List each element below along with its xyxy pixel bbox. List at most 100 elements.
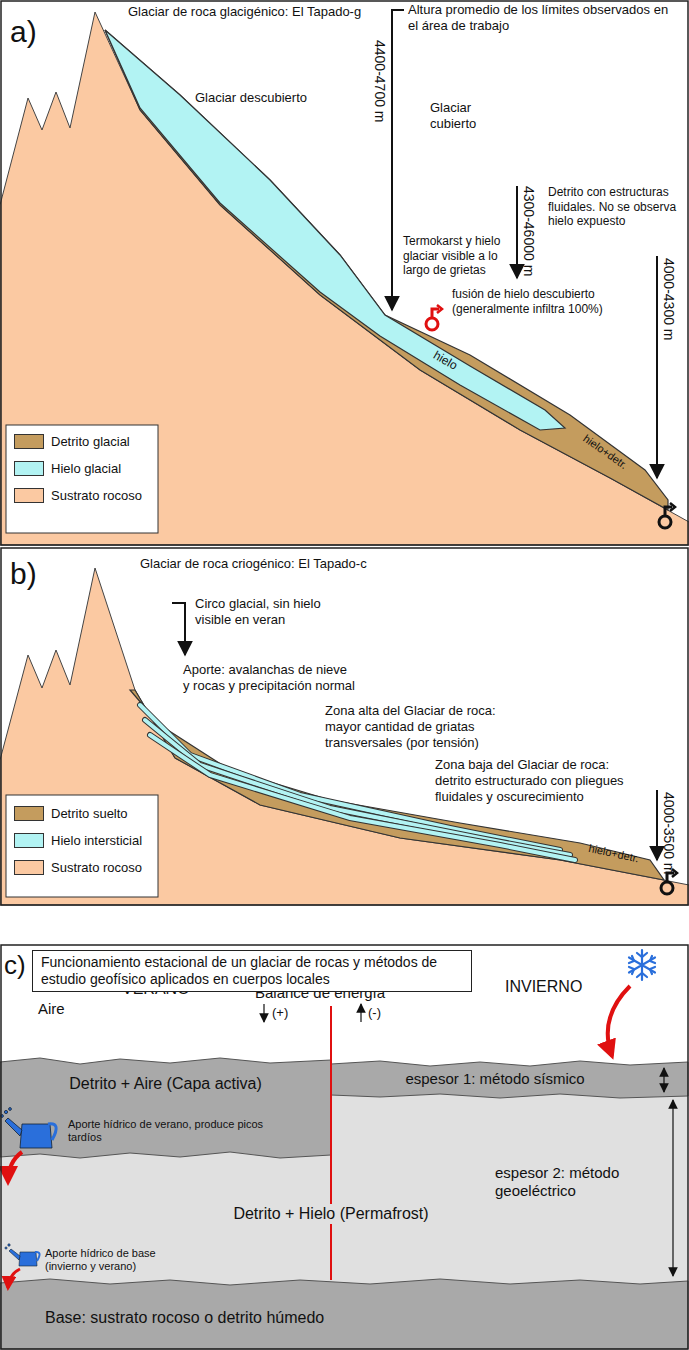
annotation-text: 4000-3500 m — [660, 792, 677, 875]
annotation-text: Glaciar cubierto — [430, 100, 510, 132]
legend-text: Sustrato rocoso — [51, 860, 142, 875]
glacier-debris — [105, 30, 668, 510]
panel-a — [0, 1, 689, 545]
legend-text: Hielo glacial — [51, 461, 121, 476]
illustration-part — [8, 1244, 10, 1246]
watering-can-icon — [1, 1108, 57, 1148]
energy-arrow — [360, 1004, 361, 1022]
water-arrow — [8, 1152, 22, 1182]
legend-swatch — [14, 488, 44, 503]
legend-swatch — [14, 434, 44, 449]
title-box: Funcionamiento estacional de un glaciar … — [32, 950, 472, 992]
annotation-text: Altura promedio de los límites observado… — [408, 2, 678, 34]
node-text: Base: sustrato rocoso o detrito húmedo — [45, 1308, 324, 1328]
annotation-text: Zona baja del Glaciar de roca: detrito e… — [435, 757, 647, 805]
annotation-text: Zona alta del Glaciar de roca: mayor can… — [325, 703, 520, 751]
annotation-text: b) — [10, 556, 37, 593]
pointer-arrow — [172, 603, 185, 655]
legend-swatch — [14, 833, 44, 848]
permafrost-layer — [1, 1090, 688, 1286]
annotation-text: (-) — [368, 1005, 381, 1021]
thickness-arrow — [663, 1068, 664, 1092]
legend-frame — [6, 425, 158, 533]
node-text: espesor 1: método sísmico — [405, 1070, 584, 1088]
annotation-text: Glaciar descubierto — [195, 90, 307, 106]
thickness-arrow — [672, 1100, 673, 1276]
illustration-part — [629, 956, 655, 963]
spring-symbol — [659, 503, 675, 528]
panel-frame — [1, 548, 688, 905]
active-layer — [0, 1058, 331, 1158]
illustration-part — [629, 967, 655, 974]
panel-b — [0, 548, 689, 905]
node-text: Detrito + Hielo (Permafrost) — [229, 1204, 432, 1224]
bedrock — [0, 568, 689, 905]
spring-symbol — [426, 305, 442, 330]
layer-band: Detrito + Aire (Capa activa) — [0, 1064, 331, 1108]
annotation-text: hielo+detr. — [580, 432, 630, 472]
legend-entry: Detrito glacial — [14, 434, 130, 449]
legend-entry: Hielo glacial — [14, 461, 121, 476]
layer-band: espesor 1: método sísmico — [340, 1066, 650, 1094]
annotation-text: Aire — [38, 1000, 65, 1018]
legend-entry: Sustrato rocoso — [14, 488, 142, 503]
annotation-text: fusión de hielo descubierto (generalment… — [452, 287, 642, 316]
annotation-text: Circo glacial, sin hielo visible en vera… — [195, 596, 360, 628]
snow-input-arrow — [608, 986, 630, 1056]
annotation-text: Aporte hídrico de verano, produce picos … — [68, 1118, 268, 1145]
annotation-text: Aporte: avalanchas de nieve y rocas y pr… — [183, 662, 355, 694]
glacier-ice — [105, 30, 565, 430]
illustration-part — [48, 1124, 56, 1140]
illustration-part — [4, 1110, 7, 1113]
layer-band: Base: sustrato rocoso o detrito húmedo — [0, 1302, 689, 1338]
illustration-part — [9, 1249, 20, 1260]
season-divider — [330, 1006, 332, 1280]
annotation-text: hielo — [431, 348, 460, 373]
legend-frame — [6, 795, 158, 897]
legend-entry: Hielo intersticial — [14, 833, 142, 848]
illustration-part — [35, 1252, 40, 1261]
bedrock — [0, 12, 689, 545]
legend-text: Detrito glacial — [51, 434, 130, 449]
annotation-text: Aporte hídrico de base (invierno y veran… — [45, 1247, 195, 1274]
annotation-text: espesor 2: método geoeléctrico — [495, 1164, 660, 1201]
legend-swatch — [14, 461, 44, 476]
legend-swatch — [14, 806, 44, 821]
illustration-part — [5, 1118, 22, 1136]
annotation-text: c) — [4, 950, 26, 982]
legend-text: Detrito suelto — [51, 806, 128, 821]
legend-entry: Detrito suelto — [14, 806, 128, 821]
limit-arrow — [392, 10, 404, 310]
watering-can-icon — [5, 1244, 40, 1266]
limit-arrow — [516, 186, 518, 278]
base-layer — [0, 1279, 688, 1349]
legend-entry: Sustrato rocoso — [14, 860, 142, 875]
annotation-text: (+) — [272, 1005, 288, 1021]
limit-arrow — [656, 256, 658, 478]
illustration-part — [5, 1247, 7, 1249]
panel-frame — [1, 945, 688, 1349]
annotation-text: Glaciar de roca glacigénico: El Tapado-g — [128, 4, 361, 20]
legend-text: Hielo intersticial — [51, 833, 142, 848]
annotation-text: 4400-4700 m — [371, 40, 388, 123]
panel-frame — [1, 1, 688, 545]
legend-text: Sustrato rocoso — [51, 488, 142, 503]
rock-glacier-debris — [130, 690, 664, 880]
annotation-text: Detrito con estructuras fluidales. No se… — [548, 185, 682, 229]
panel-c — [0, 945, 688, 1349]
limit-arrow — [656, 790, 658, 860]
annotation-text: a) — [10, 14, 37, 51]
illustration-part — [20, 1124, 52, 1148]
water-arrow — [8, 1269, 20, 1288]
node-text: Funcionamiento estacional de un glaciar … — [41, 954, 463, 988]
annotation-text: 4000-4300 m — [660, 258, 677, 341]
annotation-text: Glaciar de roca criogénico: El Tapado-c — [140, 556, 367, 572]
snowflake-icon — [629, 950, 655, 980]
energy-arrow — [263, 1004, 264, 1022]
annotation-text: Termokarst y hielo glaciar visible a lo … — [403, 234, 513, 278]
layer-band: Detrito + Hielo (Permafrost) — [150, 1200, 512, 1234]
annotation-text: hielo+detr. — [587, 842, 640, 866]
annotation-text: 4300-46000 m — [520, 186, 537, 276]
illustration-part — [629, 950, 655, 980]
